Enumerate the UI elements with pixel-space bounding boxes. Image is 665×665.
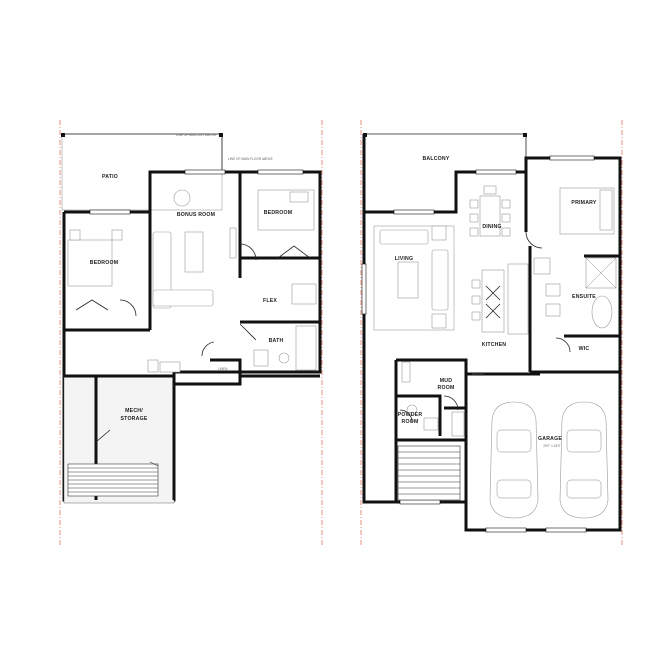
line-of-main-floor-note: LINE OF MAIN FLOOR ABOVE	[228, 157, 273, 161]
bedroom-right-furniture	[257, 189, 315, 259]
flex-desk	[291, 283, 317, 305]
bathtub	[295, 325, 317, 371]
primary-bed	[559, 187, 615, 235]
bed-left	[67, 239, 113, 287]
bedroom-right-label: BEDROOM	[264, 210, 293, 216]
bath-fixtures	[147, 325, 317, 373]
mud-room-label-line2: ROOM	[438, 385, 455, 391]
ensuite-label: ENSUITE	[572, 294, 596, 300]
dining-label: DINING	[482, 224, 501, 230]
living-rug	[373, 225, 455, 331]
bonus-room-furniture	[152, 189, 237, 309]
car-right	[559, 401, 609, 519]
sofa	[152, 231, 172, 309]
ensuite-fixtures	[533, 257, 617, 329]
balcony-label: BALCONY	[422, 156, 449, 162]
patio-label: PATIO	[102, 174, 118, 180]
living-coffee-table	[397, 261, 419, 299]
mud-powder-fixtures	[401, 361, 465, 437]
garage-label: GARAGE	[538, 436, 562, 442]
upper-floor-plan: BALCONY PRIMARY DINING LIVING KITCHEN EN…	[361, 133, 622, 533]
toilet	[278, 352, 290, 364]
bath-label: BATH	[269, 338, 284, 344]
linen-note: LINEN	[218, 367, 228, 371]
upper-stair	[397, 445, 461, 501]
bedroom-left-label: BEDROOM	[90, 260, 119, 266]
mech-storage-label-line2: STORAGE	[121, 416, 148, 422]
datum-lines	[59, 120, 623, 545]
bonus-room-label: BONUS ROOM	[177, 212, 215, 218]
line-of-balcony-note: LINE OF BALCONY ABOVE	[176, 133, 216, 137]
kitchen-island	[471, 263, 529, 335]
garage-cars	[489, 401, 609, 519]
powder-room-label-line2: ROOM	[402, 419, 419, 425]
coffee-table	[184, 231, 204, 273]
flex-label: FLEX	[263, 298, 277, 304]
upper-windows	[361, 155, 595, 533]
car-left	[489, 401, 539, 519]
pantry-note: PANTRY	[472, 373, 486, 377]
garage-size-note: 20'0" x 18'0"	[543, 444, 560, 448]
lower-windows	[89, 169, 304, 215]
wic-label: WIC	[579, 346, 590, 352]
powder-room-label-line1: POWDER	[398, 412, 423, 418]
dining-table	[469, 185, 511, 237]
lower-floor-plan: PATIO BONUS ROOM BEDROOM BEDROOM FLEX BA…	[61, 133, 322, 504]
living-label: LIVING	[395, 256, 414, 262]
mud-room-label-line1: MUD	[440, 378, 452, 384]
bedroom-left-furniture	[67, 229, 123, 311]
bathtub-upper	[591, 295, 613, 329]
primary-label: PRIMARY	[571, 200, 596, 206]
living-sofa	[379, 229, 429, 245]
kitchen-label: KITCHEN	[482, 342, 507, 348]
armchair	[173, 189, 191, 207]
mech-storage-label-line1: MECH/	[125, 408, 143, 414]
living-furniture	[373, 225, 455, 331]
lower-doors	[95, 243, 257, 443]
lower-stair	[67, 461, 159, 497]
